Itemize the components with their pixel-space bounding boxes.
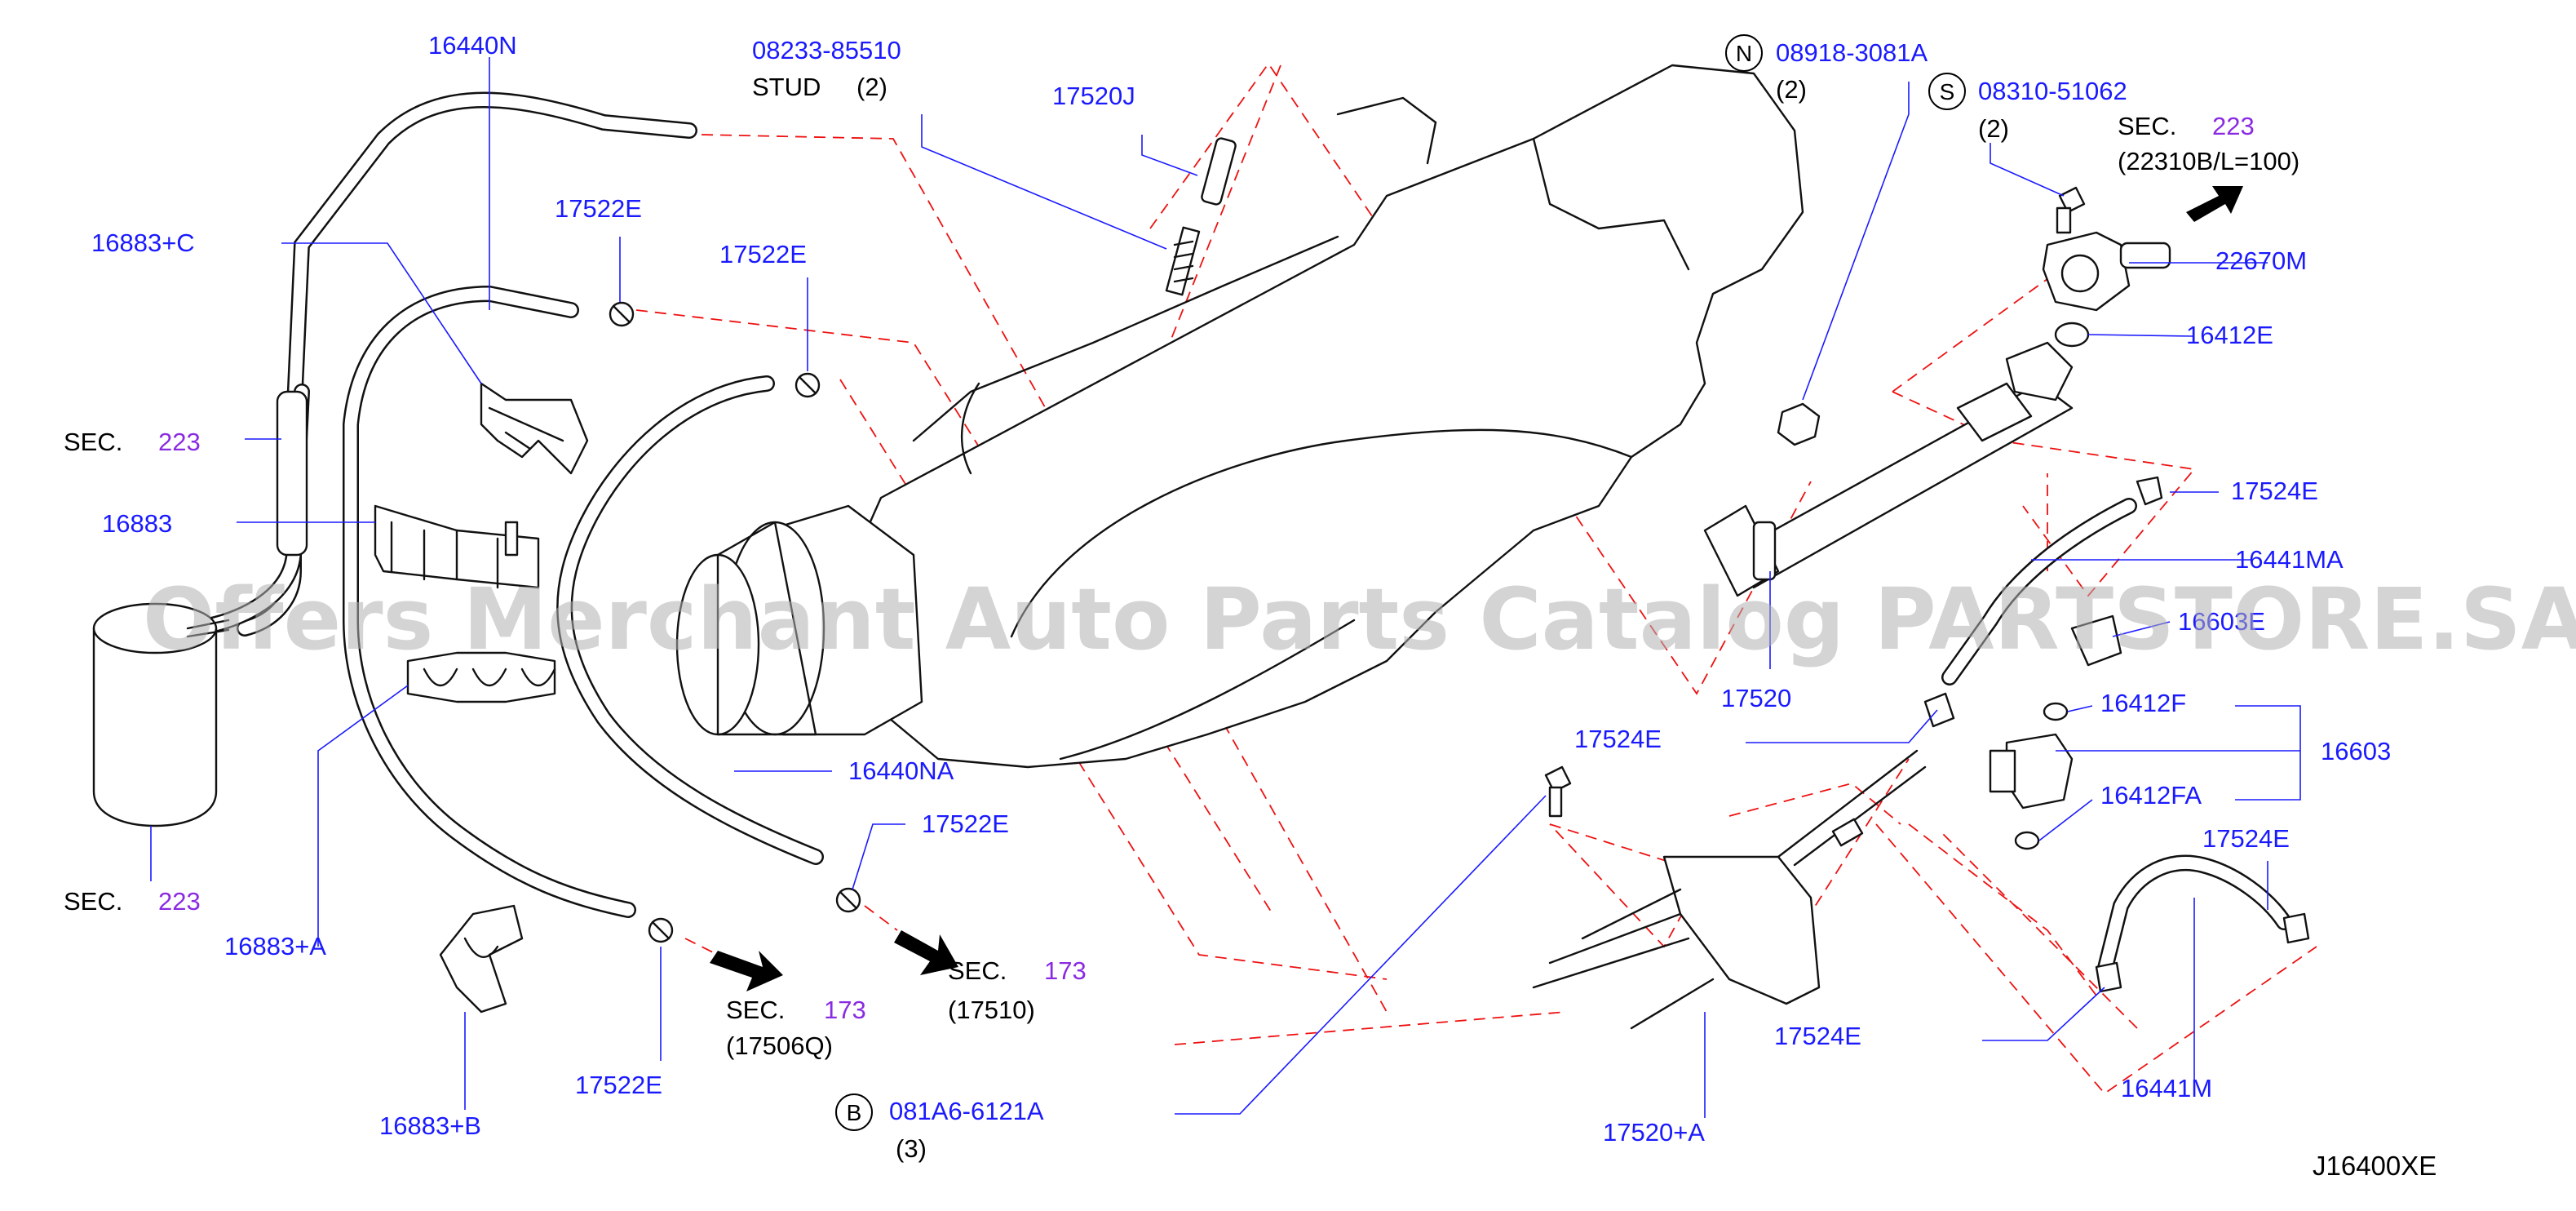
label-sec-223-bottom: SEC. bbox=[64, 887, 122, 916]
intake-manifold bbox=[847, 64, 1804, 769]
label-17524E-d[interactable]: 17524E bbox=[1774, 1022, 1861, 1050]
fuel-rail-17520 bbox=[1703, 382, 2074, 597]
label-17524E-b[interactable]: 17524E bbox=[1574, 725, 1662, 753]
clamp-17524E-lower bbox=[2095, 912, 2310, 993]
label-sec-223-left-number[interactable]: 223 bbox=[158, 428, 201, 456]
label-sec-173-a-number[interactable]: 173 bbox=[824, 996, 866, 1024]
clamp-17524E-upper bbox=[2136, 476, 2163, 506]
fuel-tube-17520A bbox=[1532, 749, 1927, 1030]
leader-lines bbox=[150, 57, 2301, 1118]
label-stud-qty: (2) bbox=[856, 73, 887, 101]
label-17522E-b[interactable]: 17522E bbox=[719, 240, 807, 268]
fuel-hose-16441M bbox=[2096, 854, 2292, 979]
canister bbox=[92, 602, 230, 827]
bolt-08310 bbox=[2056, 186, 2086, 234]
label-16412FA[interactable]: 16412FA bbox=[2100, 781, 2202, 810]
label-16412F[interactable]: 16412F bbox=[2100, 689, 2186, 717]
label-22310B-note: (22310B/L=100) bbox=[2118, 147, 2299, 175]
o-ring-16412FA bbox=[2014, 831, 2040, 850]
clip-16883A bbox=[406, 651, 556, 703]
hose-clamp-17522E-a bbox=[609, 301, 635, 327]
hose-16440N-lower bbox=[343, 285, 636, 918]
label-17520J[interactable]: 17520J bbox=[1052, 82, 1135, 110]
label-17520A[interactable]: 17520+A bbox=[1603, 1118, 1705, 1147]
symbol-circle-B: B bbox=[835, 1093, 873, 1131]
symbol-circle-S: S bbox=[1928, 73, 1966, 110]
label-16441MA[interactable]: 16441MA bbox=[2235, 545, 2344, 574]
bracket-16603E bbox=[2070, 614, 2122, 667]
hose-clamp-17522E-c bbox=[835, 887, 861, 913]
arrow-sec173-17506Q bbox=[684, 938, 783, 991]
label-16440N[interactable]: 16440N bbox=[428, 31, 517, 60]
label-16603[interactable]: 16603 bbox=[2321, 737, 2391, 765]
label-16440NA[interactable]: 16440NA bbox=[848, 756, 954, 785]
hose-16440NA bbox=[556, 375, 824, 865]
diagram-reference-code: J16400XE bbox=[2313, 1151, 2437, 1181]
throttle-body bbox=[675, 504, 923, 736]
o-ring-16412E bbox=[2054, 322, 2090, 348]
symbol-S-letter: S bbox=[1940, 79, 1955, 104]
label-16883A[interactable]: 16883+A bbox=[224, 932, 326, 960]
label-16441M[interactable]: 16441M bbox=[2121, 1074, 2212, 1102]
label-sec-223-bottom-number[interactable]: 223 bbox=[158, 887, 201, 916]
arrow-sec223-22310B bbox=[2186, 186, 2243, 222]
label-22670M[interactable]: 22670M bbox=[2215, 246, 2307, 275]
label-16883[interactable]: 16883 bbox=[102, 509, 172, 538]
label-081A6-qty: (3) bbox=[896, 1134, 927, 1163]
label-17522E-c[interactable]: 17522E bbox=[922, 810, 1009, 838]
fuel-pressure-regulator-22670M bbox=[2042, 231, 2171, 312]
label-08310-51062[interactable]: 08310-51062 bbox=[1978, 77, 2127, 105]
label-17506Q-note: (17506Q) bbox=[726, 1031, 833, 1060]
clip-16883 bbox=[374, 504, 540, 589]
stud-08233 bbox=[1165, 226, 1201, 296]
label-stud: STUD bbox=[752, 73, 821, 101]
label-sec-173-a: SEC. bbox=[726, 996, 785, 1024]
nut-08918 bbox=[1777, 402, 1821, 446]
clip-16883B bbox=[439, 904, 524, 1014]
label-sec-223-left: SEC. bbox=[64, 428, 122, 456]
arrow-sec173-17510 bbox=[864, 905, 958, 975]
label-17524E-a[interactable]: 17524E bbox=[2231, 477, 2318, 505]
label-16412E[interactable]: 16412E bbox=[2186, 321, 2273, 349]
bolt-081A6 bbox=[1544, 765, 1572, 818]
hose-clamp-17522E-d bbox=[648, 917, 674, 943]
label-sec-173-b: SEC. bbox=[948, 956, 1007, 985]
symbol-circle-N: N bbox=[1725, 34, 1763, 72]
o-ring-16412F bbox=[2043, 702, 2069, 721]
fuel-damper-16603 bbox=[1989, 733, 2074, 810]
label-08918-qty: (2) bbox=[1776, 75, 1807, 104]
stud-17520J bbox=[1201, 137, 1237, 206]
label-16883C[interactable]: 16883+C bbox=[91, 228, 195, 257]
label-17510-note: (17510) bbox=[948, 996, 1035, 1024]
symbol-B-letter: B bbox=[847, 1100, 862, 1125]
hose-clamp-17522E-b bbox=[794, 372, 821, 398]
label-08233-85510[interactable]: 08233-85510 bbox=[752, 36, 901, 64]
label-sec-173-b-number[interactable]: 173 bbox=[1044, 956, 1087, 985]
label-17520[interactable]: 17520 bbox=[1721, 684, 1791, 712]
clip-16883C bbox=[480, 382, 589, 475]
label-16603E[interactable]: 16603E bbox=[2178, 607, 2265, 636]
label-17522E-d[interactable]: 17522E bbox=[575, 1071, 662, 1099]
label-17524E-c[interactable]: 17524E bbox=[2202, 824, 2290, 853]
fuel-hose-16441MA bbox=[1941, 498, 2137, 685]
gasket-16412E bbox=[2005, 341, 2074, 401]
label-sec-223-right-number[interactable]: 223 bbox=[2212, 112, 2255, 140]
watermark: Offers Merchant Auto Parts Catalog PARTS… bbox=[143, 570, 2576, 669]
label-08310-qty: (2) bbox=[1978, 114, 2009, 143]
label-16883B[interactable]: 16883+B bbox=[379, 1111, 481, 1140]
part-labels: 16440N 08233-85510 STUD (2) 17520J 08918… bbox=[64, 31, 2437, 1181]
label-08918-3081A[interactable]: 08918-3081A bbox=[1776, 38, 1928, 67]
label-081A6-6121A[interactable]: 081A6-6121A bbox=[889, 1097, 1044, 1125]
label-sec-223-right: SEC. bbox=[2118, 112, 2176, 140]
hose-16440N bbox=[237, 91, 697, 637]
label-17522E-a[interactable]: 17522E bbox=[555, 194, 642, 223]
symbol-N-letter: N bbox=[1736, 41, 1752, 66]
clamp-17524E-mid bbox=[1923, 692, 1955, 728]
